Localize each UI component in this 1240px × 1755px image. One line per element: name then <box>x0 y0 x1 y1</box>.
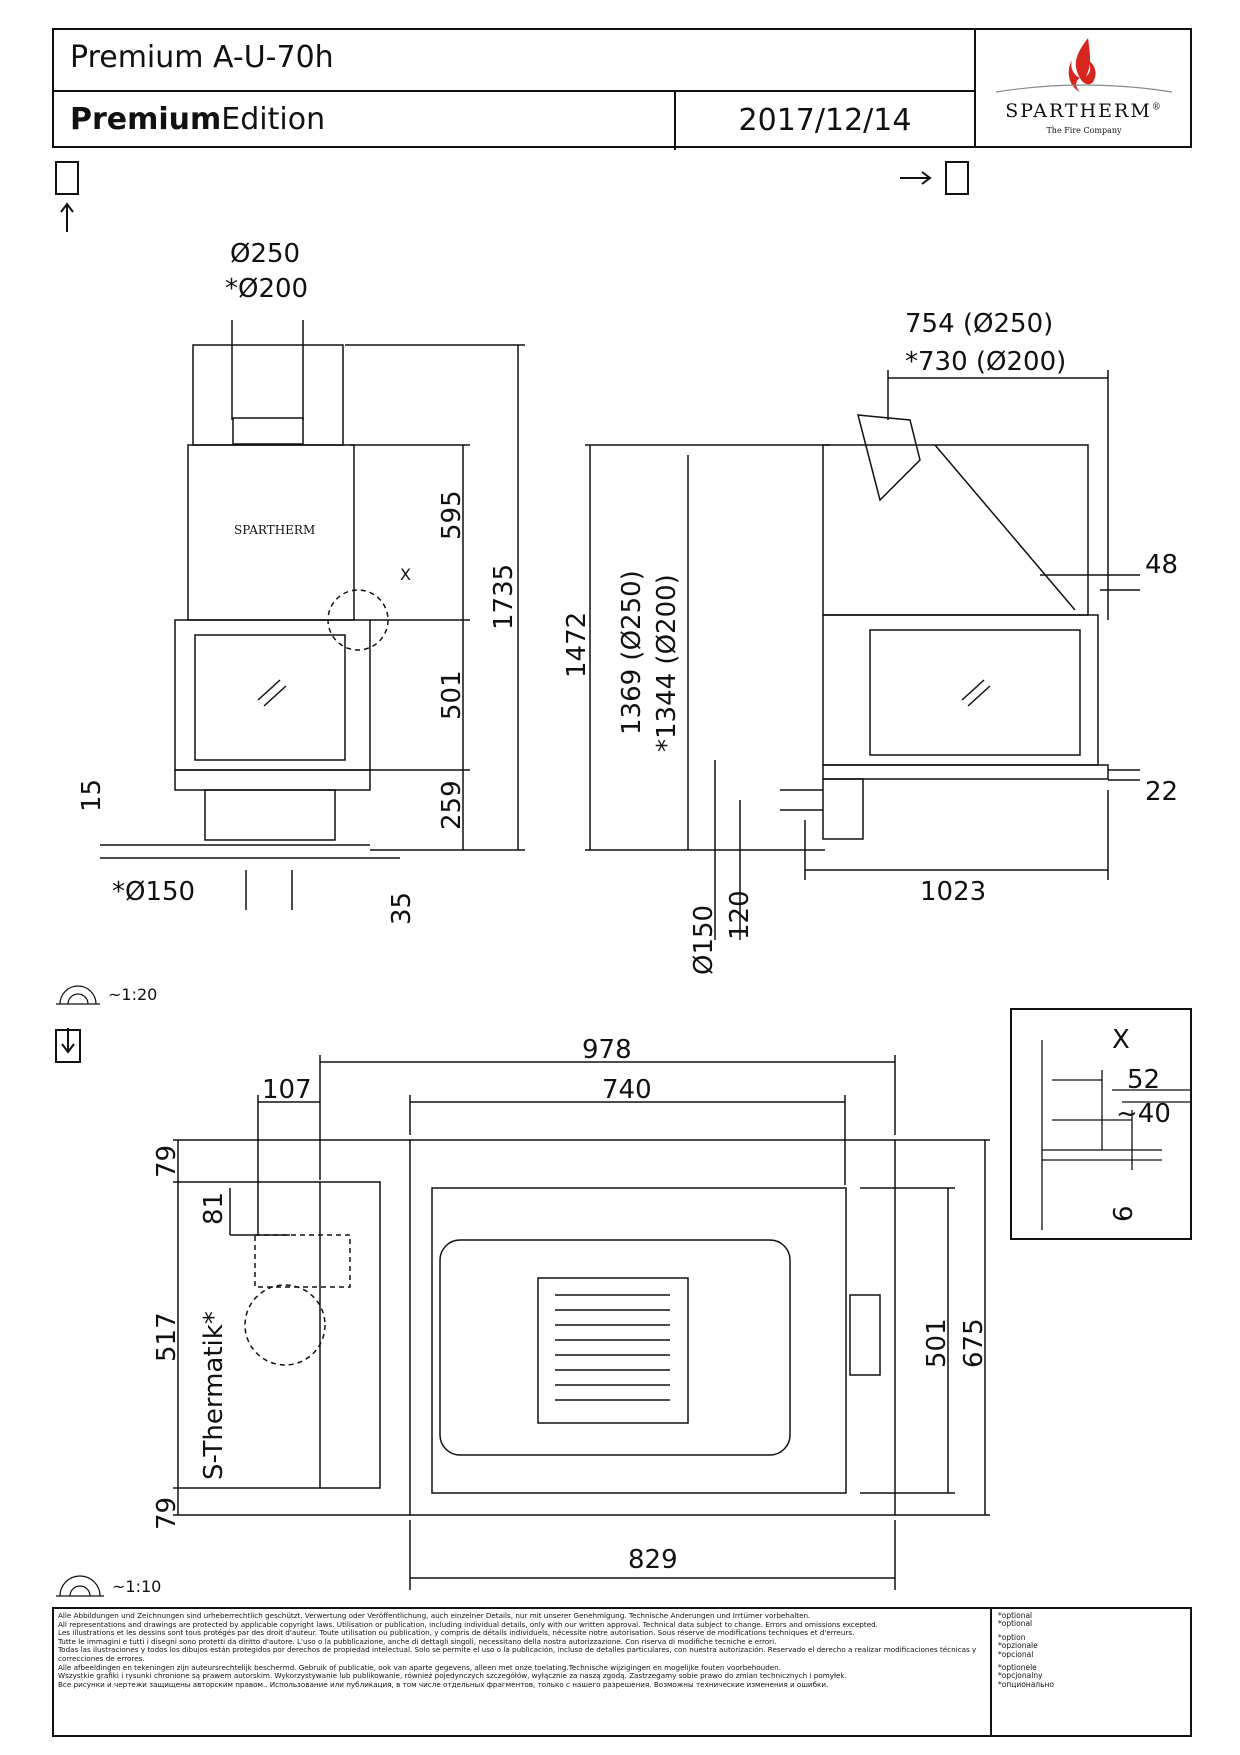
title-block: Premium A-U-70h PremiumEdition 2017/12/1… <box>52 28 1192 150</box>
edition-name: PremiumEdition <box>70 102 326 137</box>
legal-footer: Alle Abbildungen und Zeichnungen sind ur… <box>52 1607 1192 1737</box>
s-thermatik-label: S-Thermatik* <box>199 1311 229 1480</box>
option-note: *opzionale <box>998 1641 1038 1651</box>
dim-52: 52 <box>1127 1065 1160 1095</box>
dim-40: ~40 <box>1116 1099 1171 1129</box>
dim-79-top: 79 <box>152 1145 182 1178</box>
dim-501: 501 <box>437 670 467 720</box>
flue-diameter-label: Ø250 <box>230 239 300 269</box>
dim-978: 978 <box>582 1035 632 1065</box>
dim-829: 829 <box>628 1545 678 1575</box>
scale-label-bottom: ~1:10 <box>112 1577 161 1596</box>
arrow-down-icon <box>61 1028 75 1054</box>
scale-icon <box>56 985 100 1005</box>
technical-drawing: Ø250 *Ø200 SPARTHERM X 595 1735 501 259 … <box>55 161 1178 1597</box>
plan-view <box>173 1055 990 1590</box>
dim-259: 259 <box>437 780 467 830</box>
side-inlet-diameter: Ø150 <box>689 905 719 975</box>
dim-1344: *1344 (Ø200) <box>652 574 682 752</box>
side-view <box>585 370 1140 940</box>
detail-x-drawing: X 52 ~40 6 <box>1041 1025 1190 1230</box>
dim-35: 35 <box>387 892 417 925</box>
legal-text: Alle Abbildungen und Zeichnungen sind ur… <box>58 1612 977 1689</box>
dim-81: 81 <box>199 1192 229 1225</box>
detail-x-label: X <box>1112 1025 1130 1055</box>
depth-flue-250: 754 (Ø250) <box>905 309 1053 339</box>
detail-x-panel: X 52 ~40 6 <box>1010 1008 1192 1240</box>
dim-595: 595 <box>437 490 467 540</box>
door-badge: SPARTHERM <box>234 523 315 537</box>
brand-name: SPARTHERM® <box>1005 100 1163 122</box>
dim-1472: 1472 <box>562 612 592 678</box>
brand-logo: SPARTHERM® The Fire Company <box>974 30 1192 146</box>
flue-alt-diameter-label: *Ø200 <box>225 274 308 304</box>
option-note: *opcional <box>998 1649 1034 1659</box>
scale-label-top: ~1:20 <box>108 985 157 1004</box>
scale-icon-bottom <box>56 1575 104 1597</box>
dim-48: 48 <box>1145 550 1178 580</box>
dim-517: 517 <box>152 1312 182 1362</box>
arrow-up-icon <box>60 202 74 232</box>
option-legend: *optional *optional *option *opzionale *… <box>990 1609 1192 1735</box>
dim-6: 6 <box>1109 1205 1139 1222</box>
dim-22: 22 <box>1145 777 1178 807</box>
option-note: *optional <box>998 1611 1033 1620</box>
edition-row: PremiumEdition 2017/12/14 <box>54 90 974 150</box>
dim-1369: 1369 (Ø250) <box>617 570 647 735</box>
dim-501-plan: 501 <box>922 1318 952 1368</box>
option-note: *optional <box>998 1619 1033 1629</box>
side-view-symbol-icon <box>945 161 969 195</box>
air-inlet-label: *Ø150 <box>112 877 195 907</box>
option-note: *optionele <box>998 1663 1037 1673</box>
dim-107: 107 <box>262 1075 312 1105</box>
drawing-date: 2017/12/14 <box>674 92 974 150</box>
arrow-right-icon <box>900 171 932 185</box>
dim-79-bottom: 79 <box>152 1497 182 1530</box>
dim-15: 15 <box>77 779 107 812</box>
front-view <box>100 320 525 910</box>
option-note: *опционально <box>998 1679 1055 1689</box>
front-view-symbol-icon <box>55 161 79 195</box>
dim-1023: 1023 <box>920 877 986 907</box>
depth-flue-200: *730 (Ø200) <box>905 347 1066 377</box>
model-name: Premium A-U-70h <box>70 40 334 75</box>
detail-marker: X <box>400 565 411 584</box>
option-note: *option <box>998 1632 1026 1642</box>
dim-120: 120 <box>725 890 755 940</box>
dim-1735: 1735 <box>489 564 519 630</box>
flame-icon <box>995 38 1173 93</box>
dim-740: 740 <box>602 1075 652 1105</box>
dim-675: 675 <box>959 1318 989 1368</box>
option-note: *opcjonalny <box>998 1671 1043 1681</box>
brand-tagline: The Fire Company <box>1046 126 1122 135</box>
